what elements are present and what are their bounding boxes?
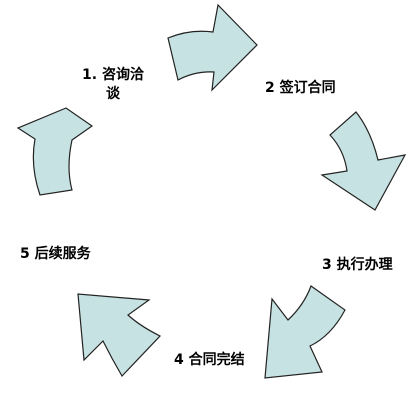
step-2-label: 2 签订合同: [265, 80, 336, 96]
step-1-label-line-2: 谈: [106, 86, 120, 102]
cycle-arrow-1-to-2: [167, 3, 258, 92]
cycle-arrow-4-to-5: [77, 293, 161, 377]
step-5-label: 5 后续服务: [20, 246, 91, 262]
step-4-label: 4 合同完结: [174, 352, 245, 368]
step-1-label: 1. 咨询洽 谈: [76, 66, 150, 104]
cycle-arrow-2-to-3: [320, 111, 407, 211]
cycle-arrow-3-to-4: [264, 285, 346, 379]
cycle-arrow-5-to-1: [16, 107, 94, 196]
step-1-label-line-1: 1. 咨询洽: [82, 67, 144, 83]
step-3-label: 3 执行办理: [322, 257, 393, 273]
